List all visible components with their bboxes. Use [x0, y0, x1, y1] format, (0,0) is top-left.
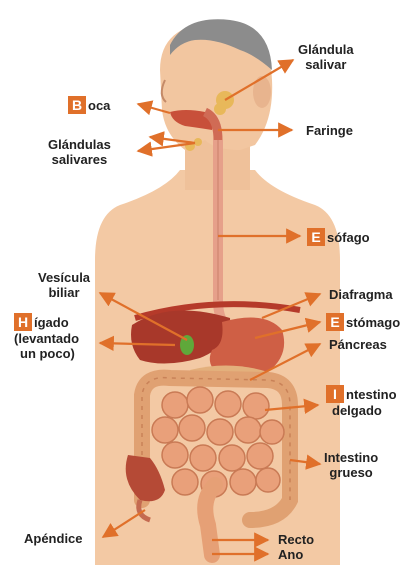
label-line: biliar	[38, 285, 90, 300]
label-text: ígado	[34, 315, 69, 330]
rectum	[205, 485, 215, 555]
label-ano: Ano	[278, 547, 303, 562]
label-text: sófago	[327, 230, 370, 245]
initial-badge: E	[326, 313, 344, 331]
initial-badge: B	[68, 96, 86, 114]
label-apendice: Apéndice	[24, 531, 83, 546]
label-line: Vesícula	[38, 270, 90, 285]
label-line: salivar	[298, 57, 354, 72]
initial-badge: I	[326, 385, 344, 403]
salivary-gland-lobe	[194, 138, 202, 146]
salivary-gland-lobe	[214, 103, 226, 115]
label-vesicula-biliar: Vesícula biliar	[38, 270, 90, 300]
initial-badge: E	[307, 228, 325, 246]
label-line: (levantado	[14, 331, 79, 346]
label-line: salivares	[48, 152, 111, 167]
initial-badge: H	[14, 313, 32, 331]
label-line: Glándula	[298, 42, 354, 57]
label-glandula-salivar: Glándula salivar	[298, 42, 354, 72]
label-line: Glándulas	[48, 137, 111, 152]
label-faringe: Faringe	[306, 123, 353, 138]
label-text: oca	[88, 98, 110, 113]
label-line: Intestino	[324, 450, 378, 465]
label-line: grueso	[324, 465, 378, 480]
label-line: delgado	[326, 403, 397, 418]
label-diafragma: Diafragma	[329, 287, 393, 302]
label-line: Intestino	[326, 385, 397, 403]
label-higado: Hígado (levantado un poco)	[14, 313, 79, 361]
label-intestino-grueso: Intestino grueso	[324, 450, 378, 480]
label-boca: Boca	[68, 96, 110, 114]
label-line: Hígado	[14, 313, 79, 331]
label-text: stómago	[346, 315, 400, 330]
label-intestino-delgado: Intestino delgado	[326, 385, 397, 418]
label-pancreas: Páncreas	[329, 337, 387, 352]
label-recto: Recto	[278, 532, 314, 547]
label-text: ntestino	[346, 387, 397, 402]
label-estomago: Estómago	[326, 313, 400, 331]
label-glandulas-salivares: Glándulas salivares	[48, 137, 111, 167]
label-esofago: Esófago	[307, 228, 370, 246]
label-line: un poco)	[14, 346, 79, 361]
